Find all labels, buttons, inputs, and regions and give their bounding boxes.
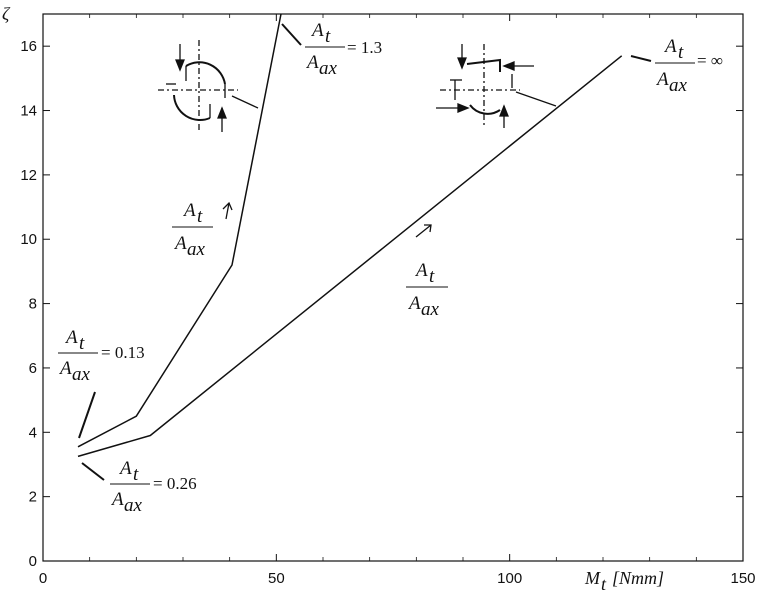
series-line-2 <box>77 55 623 458</box>
annotation-ratio-0-26-num: A <box>118 458 132 479</box>
annotation-curve-linear-den-sub: ax <box>421 299 440 320</box>
x-tick-label: 100 <box>497 570 522 587</box>
y-axis-label: ζ <box>2 4 11 24</box>
annotation-ratio-0-13-den-sub: ax <box>72 364 91 385</box>
annotation-curve-steep: A t A ax <box>172 200 233 260</box>
y-tick-label: 4 <box>29 424 37 441</box>
y-tick-label: 6 <box>29 360 37 377</box>
annotation-ratio-0-26: A t A ax = 0.26 <box>81 458 197 516</box>
annotation-ratio-0-13-den: A <box>58 358 72 379</box>
x-tick-label: 0 <box>39 570 47 587</box>
annotation-ratio-1-3-num-sub: t <box>325 26 331 47</box>
annotation-ratio-0-13-num: A <box>64 327 78 348</box>
annotation-curve-linear-num: A <box>414 260 428 281</box>
y-tick-label: 16 <box>20 38 37 55</box>
annotation-curve-steep-num: A <box>182 200 196 221</box>
annotation-ratio-0-26-den-sub: ax <box>124 495 143 516</box>
annotation-ratio-infinity-den-sub: ax <box>669 75 688 96</box>
tick-labels: 0 50 100 150 0 2 4 6 8 10 12 14 16 <box>20 38 755 587</box>
up-arrow-icon <box>222 201 233 220</box>
y-tick-label: 10 <box>20 231 37 248</box>
axis-ticks <box>42 14 744 562</box>
annotation-ratio-1-3-num: A <box>310 20 324 41</box>
annotation-ratio-0-26-value: = 0.26 <box>153 474 197 493</box>
y-tick-label: 8 <box>29 296 37 313</box>
annotation-curve-linear-den: A <box>407 293 421 314</box>
x-axis-label-sub: t <box>601 574 607 594</box>
y-tick-label: 2 <box>29 489 37 506</box>
groove-sketch-double-icon <box>436 44 557 128</box>
annotation-curve-linear: A t A ax <box>406 224 448 320</box>
annotation-ratio-1-3: A t A ax = 1.3 <box>281 20 382 79</box>
y-tick-label: 12 <box>20 167 37 184</box>
annotation-ratio-0-13-num-sub: t <box>79 333 85 354</box>
annotation-curve-steep-den: A <box>173 233 187 254</box>
annotation-ratio-0-26-num-sub: t <box>133 464 139 485</box>
series-group <box>77 13 623 458</box>
annotation-ratio-1-3-den: A <box>305 52 319 73</box>
annotation-ratio-infinity-value: = ∞ <box>697 51 723 70</box>
annotation-ratio-infinity: A t A ax = ∞ <box>630 36 723 96</box>
y-tick-label: 0 <box>29 553 37 570</box>
annotation-ratio-1-3-value: = 1.3 <box>347 38 382 57</box>
groove-sketch-single-icon <box>158 40 259 132</box>
x-axis-label: M t [Nmm] <box>584 568 664 594</box>
series-line-1 <box>77 13 282 448</box>
annotation-curve-linear-num-sub: t <box>429 266 435 287</box>
x-axis-label-unit: [Nmm] <box>612 568 664 588</box>
plot-frame <box>42 13 744 562</box>
diagonal-arrow-icon <box>415 224 432 238</box>
annotation-ratio-infinity-num: A <box>663 36 677 57</box>
annotation-ratio-infinity-den: A <box>655 69 669 90</box>
x-tick-label: 150 <box>730 570 755 587</box>
x-tick-label: 50 <box>268 570 285 587</box>
annotation-ratio-0-13-value: = 0.13 <box>101 343 145 362</box>
annotation-ratio-infinity-num-sub: t <box>678 42 684 63</box>
annotation-ratio-0-13: A t A ax = 0.13 <box>58 327 145 439</box>
x-axis-label-main: M <box>584 568 601 588</box>
annotation-ratio-0-26-den: A <box>110 489 124 510</box>
annotation-curve-steep-num-sub: t <box>197 206 203 227</box>
annotation-curve-steep-den-sub: ax <box>187 239 206 260</box>
y-tick-label: 14 <box>20 103 37 120</box>
annotation-ratio-1-3-den-sub: ax <box>319 58 338 79</box>
